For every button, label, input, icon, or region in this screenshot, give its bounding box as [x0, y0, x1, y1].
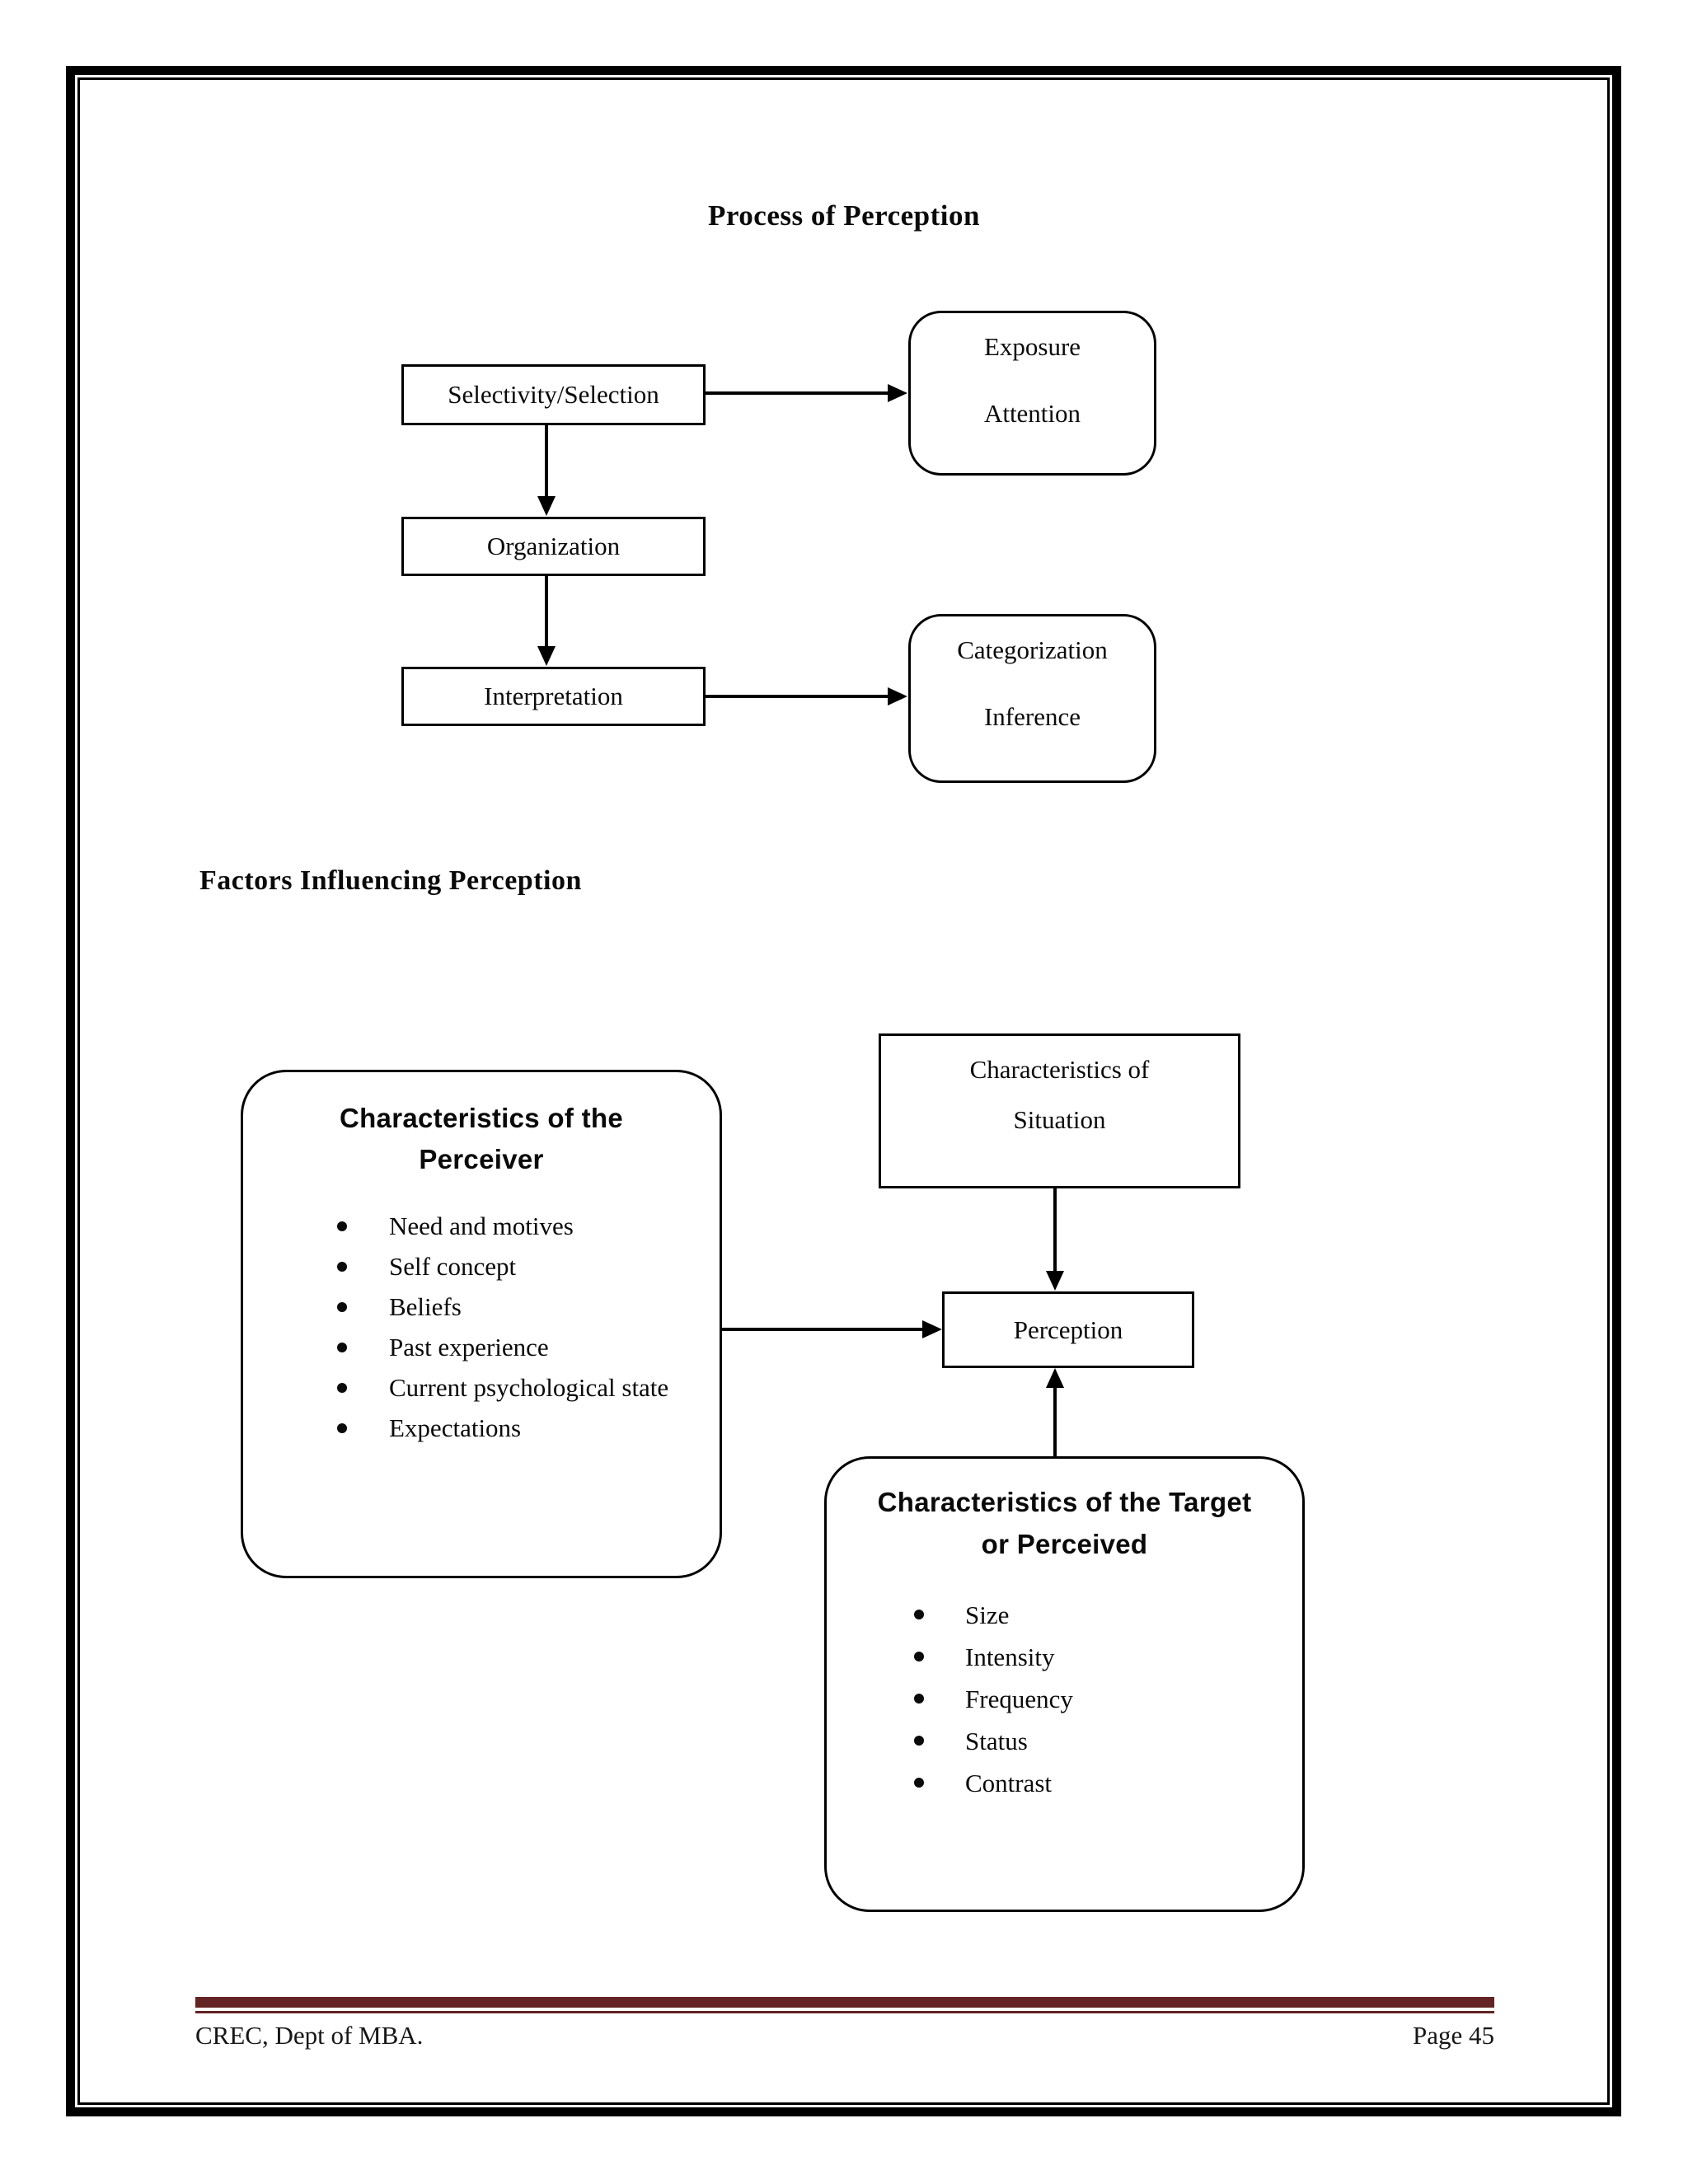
attention-label: Attention: [983, 399, 1081, 428]
bullet-dot: [914, 1778, 924, 1788]
exposure-label: Exposure: [983, 332, 1081, 361]
bullet-text: Size: [965, 1601, 1010, 1629]
categorization-label: Categorization: [957, 635, 1108, 664]
characteristics-of-target-box: Characteristics of the Target or Perceiv…: [824, 1456, 1305, 1912]
bullet-text: Past experience: [389, 1333, 549, 1361]
arrow-selectivity-to-organization-head: [537, 496, 556, 516]
bullet-text: Beliefs: [389, 1292, 462, 1321]
arrow-selectivity-to-exposure-head: [888, 384, 907, 402]
bullet-text: Current psychological state: [389, 1373, 669, 1402]
bullet-text: Status: [965, 1727, 1028, 1755]
arrow-target-to-perception-head: [1046, 1368, 1064, 1388]
footer: CREC, Dept of MBA. Page 45: [195, 2021, 1494, 2050]
situation-title-line2: Situation: [1013, 1105, 1106, 1134]
list-item: Self concept: [337, 1246, 720, 1286]
list-item: Current psychological state: [337, 1367, 720, 1408]
arrow-perceiver-to-perception-head: [922, 1320, 942, 1338]
list-item: Expectations: [337, 1408, 720, 1448]
arrow-target-to-perception-line: [1053, 1386, 1057, 1456]
arrow-interpretation-to-categorization-head: [888, 687, 907, 705]
perception-label: Perception: [1013, 1315, 1123, 1344]
list-item: Size: [914, 1594, 1302, 1636]
bullet-dot: [337, 1343, 347, 1352]
bullet-dot: [914, 1736, 924, 1746]
page-title: Process of Perception: [708, 199, 980, 232]
list-item: Frequency: [914, 1678, 1302, 1720]
page-border-frame: [66, 66, 1621, 2116]
perception-box: Perception: [942, 1291, 1194, 1368]
bullet-dot: [337, 1221, 347, 1231]
target-title-line1: Characteristics of the Target: [877, 1487, 1252, 1517]
page-border-inner-line: [77, 77, 1610, 2105]
bullet-text: Need and motives: [389, 1212, 574, 1240]
inference-label: Inference: [983, 702, 1081, 731]
bullet-dot: [337, 1262, 347, 1272]
arrow-situation-to-perception-head: [1046, 1271, 1064, 1291]
target-box-title: Characteristics of the Target or Perceiv…: [827, 1481, 1302, 1565]
list-item: Status: [914, 1720, 1302, 1762]
bullet-text: Frequency: [965, 1685, 1073, 1713]
list-item: Beliefs: [337, 1286, 720, 1327]
list-item: Past experience: [337, 1327, 720, 1367]
list-item: Need and motives: [337, 1206, 720, 1246]
bullet-text: Intensity: [965, 1643, 1055, 1671]
organization-box: Organization: [401, 517, 706, 576]
bullet-text: Expectations: [389, 1413, 522, 1442]
perceiver-title-line2: Perceiver: [419, 1144, 544, 1174]
perceiver-title-line1: Characteristics of the: [339, 1103, 624, 1133]
bullet-dot: [337, 1423, 347, 1433]
bullet-text: Contrast: [965, 1769, 1053, 1797]
bullet-dot: [337, 1383, 347, 1393]
perceiver-box-title: Characteristics of the Perceiver: [243, 1098, 720, 1180]
target-title-line2: or Perceived: [981, 1529, 1148, 1559]
arrow-situation-to-perception-line: [1053, 1188, 1057, 1272]
situation-title-line1: Characteristics of: [969, 1055, 1150, 1084]
interpretation-label: Interpretation: [484, 682, 623, 710]
bullet-dot: [914, 1610, 924, 1619]
characteristics-of-situation-box: Characteristics of Situation: [879, 1033, 1240, 1188]
exposure-attention-box: Exposure Attention: [908, 311, 1156, 476]
selectivity-selection-box: Selectivity/Selection: [401, 364, 706, 425]
arrow-organization-to-interpretation-head: [537, 646, 556, 666]
selectivity-selection-label: Selectivity/Selection: [448, 380, 659, 409]
categorization-inference-box: Categorization Inference: [908, 614, 1156, 783]
list-item: Contrast: [914, 1762, 1302, 1804]
footer-left-text: CREC, Dept of MBA.: [195, 2021, 424, 2050]
bullet-text: Self concept: [389, 1252, 517, 1281]
bullet-dot: [337, 1302, 347, 1312]
arrow-perceiver-to-perception-line: [722, 1328, 923, 1331]
page-number: Page 45: [1412, 2021, 1494, 2050]
characteristics-of-perceiver-box: Characteristics of the Perceiver Need an…: [241, 1070, 722, 1578]
arrow-selectivity-to-organization-line: [545, 425, 548, 498]
section-heading: Factors Influencing Perception: [199, 865, 582, 896]
interpretation-box: Interpretation: [401, 667, 706, 726]
bullet-dot: [914, 1652, 924, 1661]
list-item: Intensity: [914, 1636, 1302, 1678]
arrow-interpretation-to-categorization-line: [706, 695, 889, 698]
arrow-organization-to-interpretation-line: [545, 576, 548, 648]
arrow-selectivity-to-exposure-line: [706, 391, 889, 395]
footer-rule-thin: [195, 2011, 1494, 2013]
footer-rule-thick: [195, 1997, 1494, 2008]
bullet-dot: [914, 1694, 924, 1704]
organization-label: Organization: [486, 532, 621, 560]
